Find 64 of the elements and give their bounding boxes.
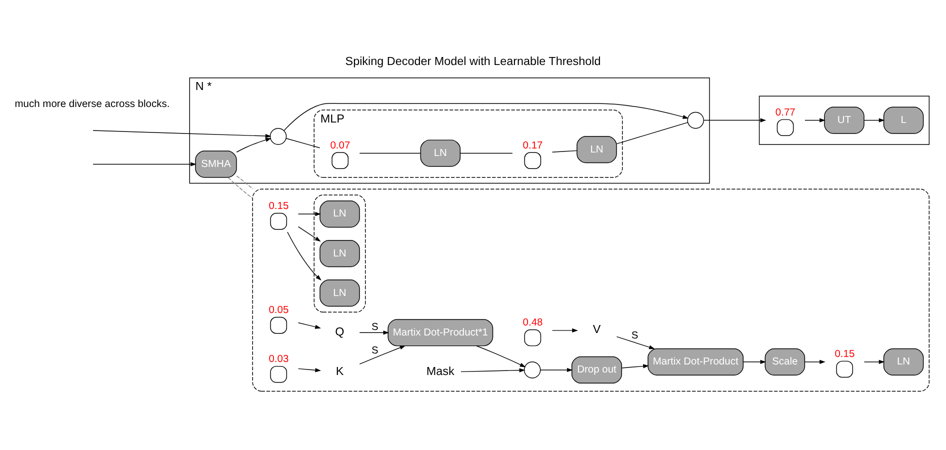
node-box: LN [420, 140, 461, 167]
arrow [460, 368, 526, 372]
node-box: Martix Dot-Product [648, 348, 744, 376]
connector [359, 152, 421, 154]
node-box: Scale [764, 348, 806, 376]
node-box: UT [824, 106, 864, 134]
arrow [621, 364, 649, 368]
arrow [804, 118, 826, 122]
arrow [92, 130, 272, 142]
node-label: 0.17 [522, 140, 543, 152]
arrow [359, 330, 390, 335]
node-box: Martix Dot-Product*1 [388, 319, 494, 346]
arrow [804, 360, 826, 364]
arrow [540, 368, 573, 372]
node-box: LN [576, 136, 617, 164]
node-circle [687, 112, 704, 129]
node-circle [524, 362, 541, 378]
arrow [236, 134, 272, 152]
arrow [476, 346, 526, 368]
node-label: 0.03 [268, 354, 289, 366]
node-label: 0.15 [834, 348, 855, 360]
node-label: 0.07 [330, 140, 350, 152]
arrow [284, 103, 689, 131]
node-box: Drop out [571, 356, 622, 384]
arrow [92, 162, 196, 166]
arrow [864, 360, 885, 364]
diagram-title: Spiking Decoder Model with Learnable Threshold [345, 55, 601, 68]
node-label: 0.77 [775, 107, 796, 118]
connector [286, 138, 320, 148]
label: much more diverse across blocks. [14, 98, 170, 110]
connector [236, 176, 254, 190]
arrow [298, 226, 321, 242]
node-box: LN [883, 348, 924, 376]
node-text: V [592, 323, 601, 336]
arrow [359, 346, 406, 364]
node-box: L [883, 106, 924, 134]
node-text: Mask [426, 364, 454, 378]
node-label: 0.05 [268, 305, 289, 316]
node-label: 0.48 [522, 317, 543, 328]
arrow [298, 322, 321, 329]
arrow [864, 118, 885, 122]
arrow [298, 212, 322, 216]
edge-label: S [371, 345, 378, 356]
arrow [616, 336, 655, 350]
connector [552, 150, 578, 152]
edge-label: S [631, 330, 638, 342]
node-text: K [336, 364, 344, 378]
connector [460, 152, 513, 154]
cluster [252, 188, 930, 392]
node-box: LN [320, 280, 360, 307]
node-box: SMHA [195, 150, 237, 178]
arrow [703, 118, 766, 122]
arrow [552, 328, 578, 332]
node-label: 0.15 [268, 201, 289, 212]
node-text: Q [335, 325, 344, 338]
arrow [287, 232, 322, 281]
arrow [298, 368, 322, 372]
connector [228, 177, 253, 199]
arrow [742, 360, 766, 364]
node-circle [270, 128, 287, 145]
edge-label: S [371, 322, 378, 333]
node-box: LN [320, 200, 360, 228]
connector [616, 122, 688, 144]
node-box: LN [320, 240, 360, 268]
